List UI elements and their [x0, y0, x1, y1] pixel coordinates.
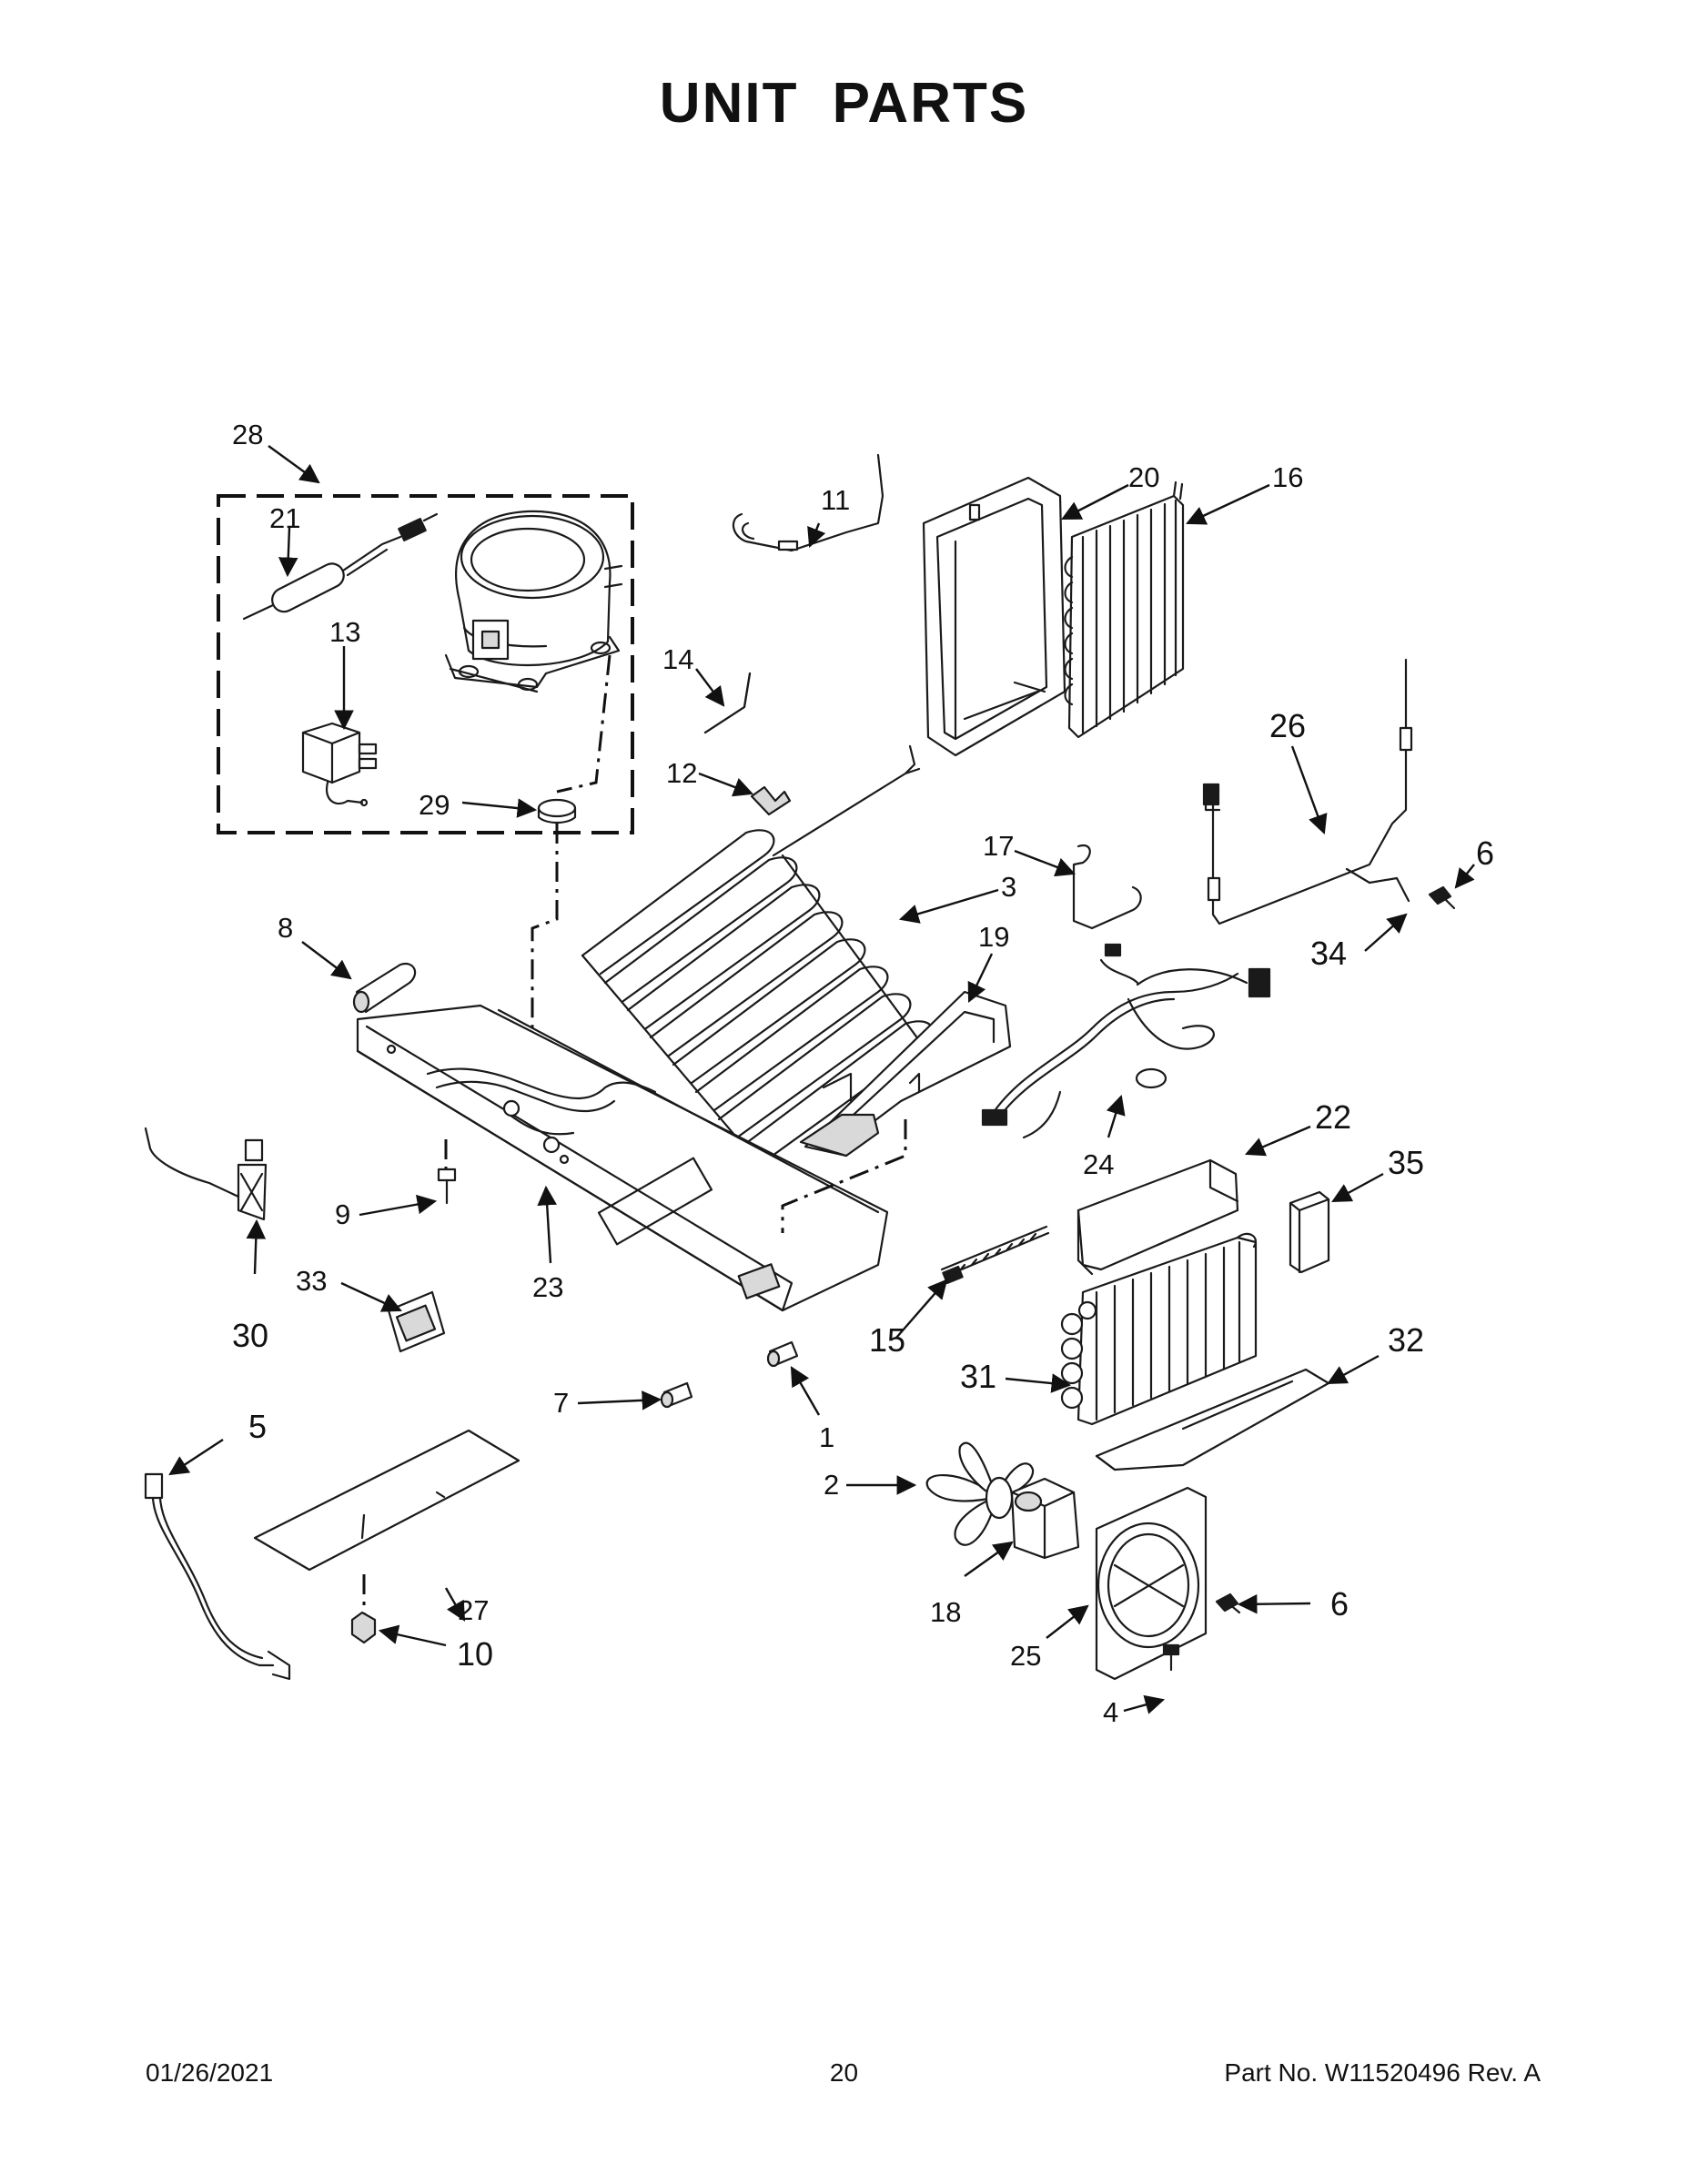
callout-2: 2 — [824, 1469, 839, 1501]
part-20-evaporator-cover[interactable] — [922, 476, 1066, 757]
part-2-fan-blade[interactable] — [925, 1441, 1035, 1546]
part-6-screw-upper[interactable] — [1428, 885, 1456, 910]
part-14-tube[interactable] — [703, 672, 752, 734]
part-17-bracket[interactable] — [1072, 844, 1142, 930]
part-10-clip[interactable] — [350, 1611, 377, 1644]
callout-15: 15 — [869, 1321, 905, 1359]
callout-21: 21 — [269, 502, 300, 534]
callout-25: 25 — [1010, 1640, 1041, 1672]
callout-17: 17 — [983, 830, 1014, 862]
callout-1: 1 — [819, 1421, 834, 1453]
part-1-plug[interactable] — [766, 1340, 799, 1368]
callout-18: 18 — [930, 1596, 961, 1628]
page-title: UNIT PARTS — [659, 72, 1029, 135]
part-35-block[interactable] — [1289, 1190, 1330, 1274]
compressor-kit-boundary — [217, 494, 634, 834]
callout-9: 9 — [335, 1198, 350, 1230]
callout-20: 20 — [1128, 461, 1159, 493]
callout-33: 33 — [296, 1265, 327, 1297]
part-7-plug[interactable] — [660, 1381, 693, 1409]
footer-part-number: Part No. W11520496 Rev. A — [1224, 2058, 1541, 2087]
part-18-fan-motor[interactable] — [1010, 1477, 1080, 1560]
callout-29: 29 — [419, 789, 450, 821]
part-23-base-plate[interactable] — [356, 1004, 889, 1312]
part-33-label[interactable] — [387, 1290, 446, 1353]
compressor[interactable] — [444, 510, 623, 693]
callout-26: 26 — [1269, 707, 1306, 744]
leader-lines — [168, 445, 1475, 1714]
callout-27: 27 — [458, 1594, 489, 1626]
part-27-insulation[interactable] — [253, 1429, 521, 1572]
part-30-sensor[interactable] — [144, 1127, 268, 1221]
callout-19: 19 — [978, 921, 1009, 953]
callout-32: 32 — [1388, 1321, 1424, 1359]
part-4-screw[interactable] — [1162, 1643, 1180, 1672]
callout-11: 11 — [821, 484, 850, 516]
footer-page-number: 20 — [829, 2058, 859, 2087]
callout-23: 23 — [532, 1271, 563, 1303]
callout-7: 7 — [553, 1387, 569, 1419]
callout-14: 14 — [662, 643, 693, 675]
part-16-evaporator[interactable] — [1064, 480, 1185, 739]
part-19-drain-pan[interactable] — [799, 990, 1012, 1158]
callout-4: 4 — [1103, 1696, 1118, 1728]
part-8-sleeve[interactable] — [352, 962, 417, 1014]
part-25-fan-shroud[interactable] — [1095, 1486, 1208, 1681]
callout-labels: 28 21 13 29 11 14 12 20 16 26 17 3 19 6 … — [232, 419, 1494, 1728]
part-3-condenser-coil[interactable] — [581, 744, 935, 1167]
part-22-bracket[interactable] — [1076, 1158, 1239, 1276]
callout-24: 24 — [1083, 1148, 1114, 1180]
callout-8: 8 — [278, 912, 293, 944]
part-32-duct[interactable] — [1095, 1368, 1330, 1471]
callout-3: 3 — [1001, 871, 1016, 903]
callout-22: 22 — [1315, 1098, 1351, 1136]
callout-35: 35 — [1388, 1144, 1424, 1181]
part-26-heater[interactable] — [1202, 658, 1413, 925]
part-11-tube[interactable] — [732, 453, 884, 552]
callout-5: 5 — [248, 1408, 267, 1445]
part-15-cable-tie[interactable] — [940, 1225, 1050, 1285]
part-13-relay[interactable] — [301, 722, 378, 807]
part-9-screw[interactable] — [437, 1168, 457, 1205]
footer-date: 01/26/2021 — [146, 2058, 274, 2087]
callout-30: 30 — [232, 1317, 268, 1354]
callout-31: 31 — [960, 1358, 996, 1395]
part-29-grommet[interactable] — [537, 798, 577, 824]
callout-13: 13 — [329, 616, 360, 648]
part-12-clip[interactable] — [750, 785, 792, 816]
part-24-wire-harness[interactable] — [981, 943, 1271, 1139]
callout-10: 10 — [457, 1635, 493, 1673]
callout-34: 34 — [1310, 935, 1347, 972]
callout-12: 12 — [666, 757, 697, 789]
callout-6-upper: 6 — [1476, 834, 1494, 872]
callout-6-lower: 6 — [1330, 1585, 1349, 1623]
part-5-water-line[interactable] — [144, 1472, 291, 1681]
callout-16: 16 — [1272, 461, 1303, 493]
part-6-screw-lower[interactable] — [1215, 1592, 1241, 1614]
callout-28: 28 — [232, 419, 263, 450]
part-21-filter-drier[interactable] — [242, 512, 439, 621]
